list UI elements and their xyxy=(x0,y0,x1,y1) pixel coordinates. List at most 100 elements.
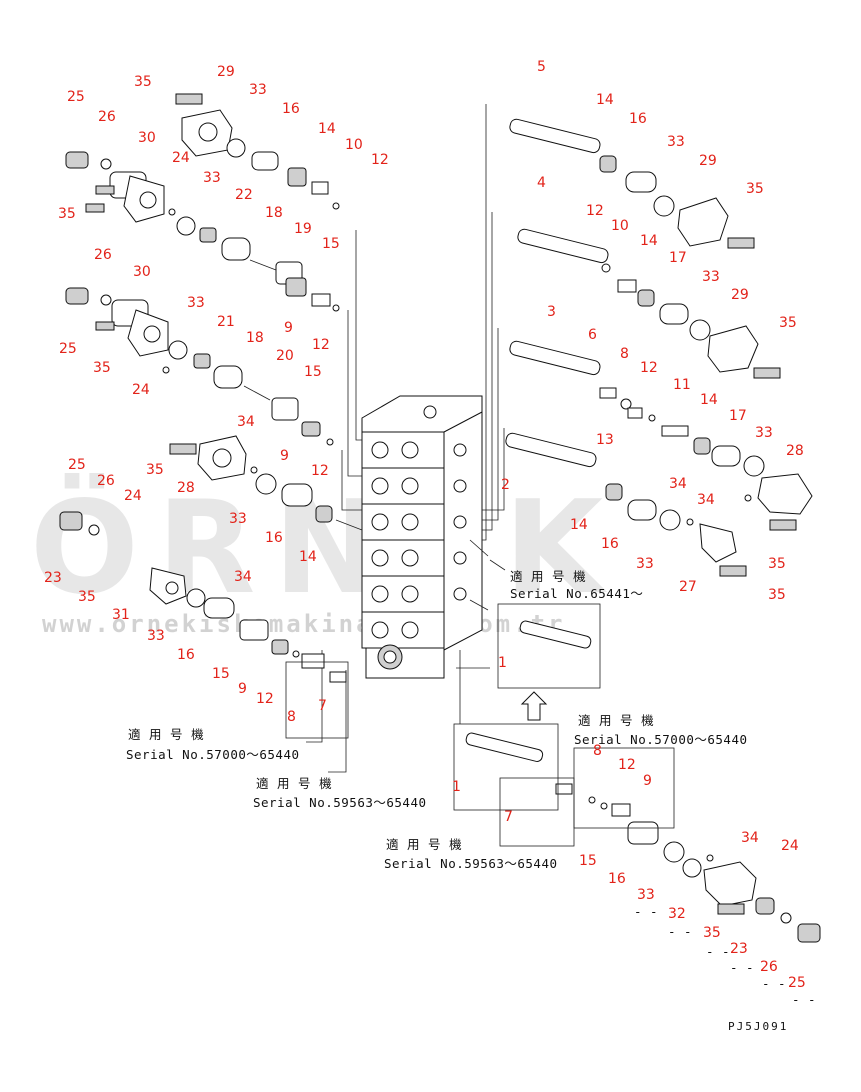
dash-marks: - - - - - - - - - - - - xyxy=(634,904,816,1007)
part-number: 16 xyxy=(608,871,626,887)
part-number: 15 xyxy=(322,236,340,252)
part-number: 13 xyxy=(596,432,614,448)
part-number: 25 xyxy=(788,975,806,991)
part-number: 24 xyxy=(132,382,150,398)
watermark-brand: ÖRNEK xyxy=(30,473,621,623)
part-number: 12 xyxy=(371,152,389,168)
part-number: 3 xyxy=(547,304,556,320)
part-number: 26 xyxy=(94,247,112,263)
part-number: 12 xyxy=(311,463,329,479)
part-number: 33 xyxy=(636,556,654,572)
part-number: 11 xyxy=(673,377,691,393)
serial-notes: 適 用 号 機 Serial No.65441〜 適 用 号 機 Serial … xyxy=(126,569,747,871)
part-number: 12 xyxy=(312,337,330,353)
lower-right-parts xyxy=(588,796,821,943)
part-number: 35 xyxy=(134,74,152,90)
part-number: 14 xyxy=(700,392,718,408)
part-number: 10 xyxy=(611,218,629,234)
serial-note-e-label: 適 用 号 機 xyxy=(386,837,462,852)
part-number: 15 xyxy=(212,666,230,682)
dash-mark: - - xyxy=(668,924,692,939)
part-number: 31 xyxy=(112,607,130,623)
part-number: 7 xyxy=(318,698,327,714)
part-number: 32 xyxy=(668,906,686,922)
part-number: 28 xyxy=(177,480,195,496)
part-number: 30 xyxy=(138,130,156,146)
part-number: 17 xyxy=(669,250,687,266)
part-number: 35 xyxy=(779,315,797,331)
spools xyxy=(465,118,813,795)
serial-note-boxes xyxy=(285,603,675,847)
serial-box-1 xyxy=(453,723,559,811)
part-number: 35 xyxy=(78,589,96,605)
part-number: 9 xyxy=(238,681,247,697)
part-number: 33 xyxy=(203,170,221,186)
part-number: 33 xyxy=(147,628,165,644)
part-number: 14 xyxy=(318,121,336,137)
part-number: 12 xyxy=(586,203,604,219)
serial-box-d xyxy=(573,747,675,829)
part-number: 16 xyxy=(629,111,647,127)
part-number: 18 xyxy=(246,330,264,346)
part-number: 35 xyxy=(746,181,764,197)
part-number: 24 xyxy=(781,838,799,854)
part-number: 26 xyxy=(98,109,116,125)
part-number: 21 xyxy=(217,314,235,330)
part-number: 15 xyxy=(579,853,597,869)
part-number: 33 xyxy=(187,295,205,311)
part-number: 18 xyxy=(265,205,283,221)
part-number: 16 xyxy=(177,647,195,663)
part-number: 1 xyxy=(498,655,507,671)
part-number: 9 xyxy=(643,773,652,789)
part-number: 5 xyxy=(537,59,546,75)
part-number: 10 xyxy=(345,137,363,153)
serial-note-a-label: 適 用 号 機 xyxy=(128,727,204,742)
part-number: 22 xyxy=(235,187,253,203)
part-number: 33 xyxy=(667,134,685,150)
part-number: 34 xyxy=(697,492,715,508)
dash-mark: - - xyxy=(792,992,816,1007)
upper-left-parts xyxy=(65,93,340,312)
part-number: 30 xyxy=(133,264,151,280)
part-number: 7 xyxy=(504,809,513,825)
part-number: 16 xyxy=(282,101,300,117)
part-number: 35 xyxy=(768,556,786,572)
part-number: 20 xyxy=(276,348,294,364)
serial-box-a xyxy=(285,661,349,739)
part-number: 35 xyxy=(58,206,76,222)
serial-note-e-serial: Serial No.59563〜65440 xyxy=(384,856,558,871)
lower-left-parts xyxy=(59,435,347,683)
part-number: 16 xyxy=(265,530,283,546)
part-number: 8 xyxy=(620,346,629,362)
part-number: 14 xyxy=(640,233,658,249)
dash-mark: - - xyxy=(634,904,658,919)
part-number: 4 xyxy=(537,175,546,191)
part-number: 14 xyxy=(570,517,588,533)
valve-body xyxy=(361,395,483,679)
part-number: 34 xyxy=(237,414,255,430)
part-number: 33 xyxy=(637,887,655,903)
part-number: 15 xyxy=(304,364,322,380)
part-number: 35 xyxy=(146,462,164,478)
part-number: 29 xyxy=(217,64,235,80)
part-number: 8 xyxy=(593,743,602,759)
serial-note-b-serial: Serial No.59563〜65440 xyxy=(253,795,427,810)
part-number: 19 xyxy=(294,221,312,237)
part-number: 9 xyxy=(284,320,293,336)
serial-note-c-label: 適 用 号 機 xyxy=(510,569,586,584)
part-number: 24 xyxy=(172,150,190,166)
serial-note-c-serial: Serial No.65441〜 xyxy=(510,586,643,601)
leader-lines xyxy=(306,104,506,773)
dash-mark: - - xyxy=(762,976,786,991)
dash-mark: - - xyxy=(730,960,754,975)
part-number: 8 xyxy=(287,709,296,725)
drawing-code: PJ5J091 xyxy=(728,1020,788,1033)
part-number: 6 xyxy=(588,327,597,343)
part-number: 27 xyxy=(679,579,697,595)
part-number: 25 xyxy=(59,341,77,357)
serial-note-a-serial: Serial No.57000〜65440 xyxy=(126,747,300,762)
part-number: 33 xyxy=(755,425,773,441)
part-number: 34 xyxy=(669,476,687,492)
part-number: 29 xyxy=(731,287,749,303)
part-number: 34 xyxy=(741,830,759,846)
